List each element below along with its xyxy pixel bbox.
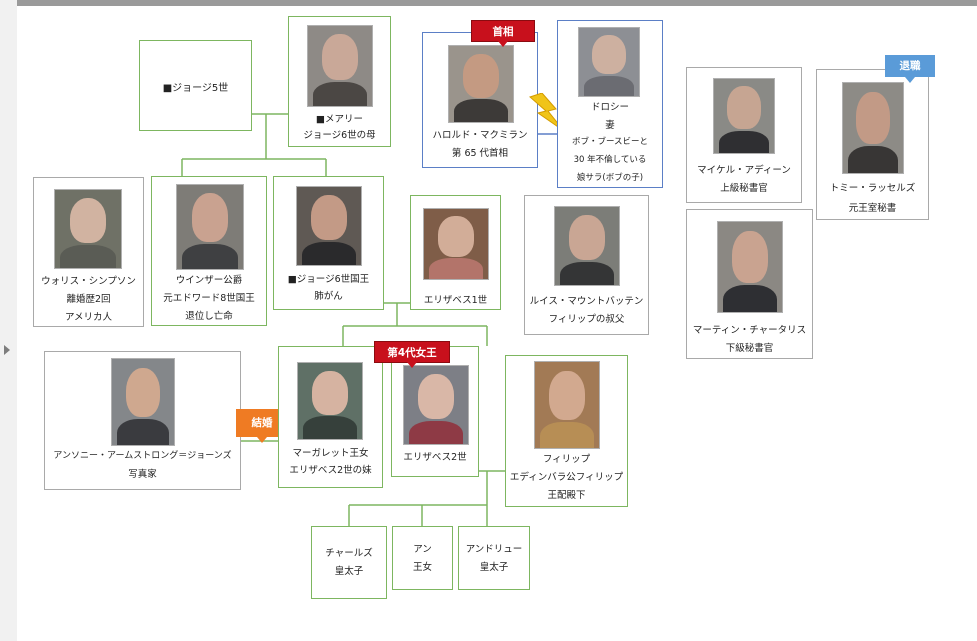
person-card-george5[interactable]: ■ジョージ5世 <box>139 40 252 131</box>
person-note: 離婚歴2回 <box>66 294 111 305</box>
person-note: 皇太子 <box>479 562 509 573</box>
person-note: 肺がん <box>314 291 343 302</box>
person-card-anne[interactable]: アン 王女 <box>392 526 453 590</box>
portrait-photo <box>448 45 514 123</box>
person-card-macmillan[interactable]: ハロルド・マクミラン 第 65 代首相 <box>422 32 538 168</box>
person-note: エディンバラ公フィリップ <box>509 472 624 483</box>
person-note: アメリカ人 <box>64 312 113 323</box>
person-card-armstrong-jones[interactable]: アンソニー・アームストロング＝ジョーンズ 写真家 <box>44 351 241 490</box>
portrait-photo <box>534 361 600 449</box>
portrait-photo <box>717 221 783 313</box>
person-note: 上級秘書官 <box>720 183 768 194</box>
person-card-margaret[interactable]: マーガレット王女 エリザベス2世の妹 <box>278 346 383 488</box>
portrait-photo <box>578 27 640 97</box>
person-note: 王女 <box>412 562 432 573</box>
left-strip <box>0 0 17 641</box>
portrait-photo <box>111 358 175 446</box>
person-note: 妻 <box>605 120 615 131</box>
portrait-photo <box>297 362 363 440</box>
person-name: アンドリュー <box>465 544 523 555</box>
person-name: ウォリス・シンプソン <box>41 276 136 287</box>
portrait-photo <box>554 206 620 286</box>
person-name: マイケル・アディーン <box>697 165 791 176</box>
person-card-adeane[interactable]: マイケル・アディーン 上級秘書官 <box>686 67 802 203</box>
person-name: アン <box>413 544 432 555</box>
portrait-photo <box>54 189 122 269</box>
person-card-george6[interactable]: ■ジョージ6世国王 肺がん <box>273 176 384 310</box>
person-name: ■ジョージ6世国王 <box>287 274 370 285</box>
badge-fourth-queen: 第4代女王 <box>374 341 450 368</box>
person-note: ジョージ6世の母 <box>303 130 376 141</box>
person-name: ウインザー公爵 <box>175 275 243 286</box>
person-note: 30 年不倫している <box>573 155 647 165</box>
portrait-photo <box>307 25 373 107</box>
person-note: 娘サラ(ボブの子) <box>576 173 644 183</box>
person-card-wallis[interactable]: ウォリス・シンプソン 離婚歴2回 アメリカ人 <box>33 177 144 327</box>
person-note: 元エドワード8世国王 <box>163 293 255 304</box>
person-note: ボブ・ブースビーと <box>571 137 649 147</box>
person-note: 写真家 <box>128 469 157 480</box>
portrait-photo <box>403 365 469 445</box>
person-card-charles[interactable]: チャールズ 皇太子 <box>311 526 387 599</box>
portrait-photo <box>713 78 775 154</box>
portrait-photo <box>842 82 904 174</box>
badge-retired: 退職 <box>885 55 935 83</box>
person-name: ■ジョージ5世 <box>162 83 229 94</box>
person-name: チャールズ <box>325 548 373 559</box>
person-card-mountbatten[interactable]: ルイス・マウントバッテン フィリップの叔父 <box>524 195 649 335</box>
person-note: 下級秘書官 <box>725 343 774 354</box>
portrait-photo <box>176 184 244 270</box>
person-note: フィリップの叔父 <box>548 314 625 325</box>
person-note: 元王室秘書 <box>848 203 897 214</box>
person-name: エリザベス1世 <box>423 295 488 306</box>
person-name: ハロルド・マクミラン <box>432 130 528 141</box>
person-name: ルイス・マウントバッテン <box>529 296 644 307</box>
person-name: フィリップ <box>542 454 591 465</box>
lightning-icon <box>529 93 565 132</box>
person-note: 退位し亡命 <box>185 311 233 322</box>
portrait-photo <box>423 208 489 280</box>
person-name: エリザベス2世 <box>403 452 467 463</box>
badge-prime-minister: 首相 <box>471 20 535 47</box>
person-note: 王配殿下 <box>547 490 586 501</box>
person-card-windsor[interactable]: ウインザー公爵 元エドワード8世国王 退位し亡命 <box>151 176 267 326</box>
person-note: エリザベス2世の妹 <box>289 465 372 476</box>
person-card-elizabeth2[interactable]: エリザベス2世 <box>391 346 479 477</box>
person-card-mary[interactable]: ■メアリー ジョージ6世の母 <box>288 16 391 147</box>
person-name: ドロシー <box>590 102 629 113</box>
portrait-photo <box>296 186 362 266</box>
expand-arrow-icon[interactable] <box>4 345 10 355</box>
person-note: 第 65 代首相 <box>451 148 509 159</box>
person-name: トミー・ラッセルズ <box>829 183 916 194</box>
person-note: 皇太子 <box>334 566 364 577</box>
person-card-lascelles[interactable]: トミー・ラッセルズ 元王室秘書 <box>816 69 929 220</box>
person-name: アンソニー・アームストロング＝ジョーンズ <box>53 451 232 461</box>
person-card-andrew[interactable]: アンドリュー 皇太子 <box>458 526 530 590</box>
person-card-dorothy[interactable]: ドロシー 妻 ボブ・ブースビーと 30 年不倫している 娘サラ(ボブの子) <box>557 20 663 188</box>
person-card-elizabeth1[interactable]: エリザベス1世 <box>410 195 501 310</box>
person-name: マーガレット王女 <box>292 448 369 459</box>
top-bar <box>17 0 977 6</box>
person-card-charteris[interactable]: マーティン・チャータリス 下級秘書官 <box>686 209 813 359</box>
person-name: ■メアリー <box>316 114 363 125</box>
person-card-philip[interactable]: フィリップ エディンバラ公フィリップ 王配殿下 <box>505 355 628 507</box>
person-name: マーティン・チャータリス <box>692 325 807 336</box>
